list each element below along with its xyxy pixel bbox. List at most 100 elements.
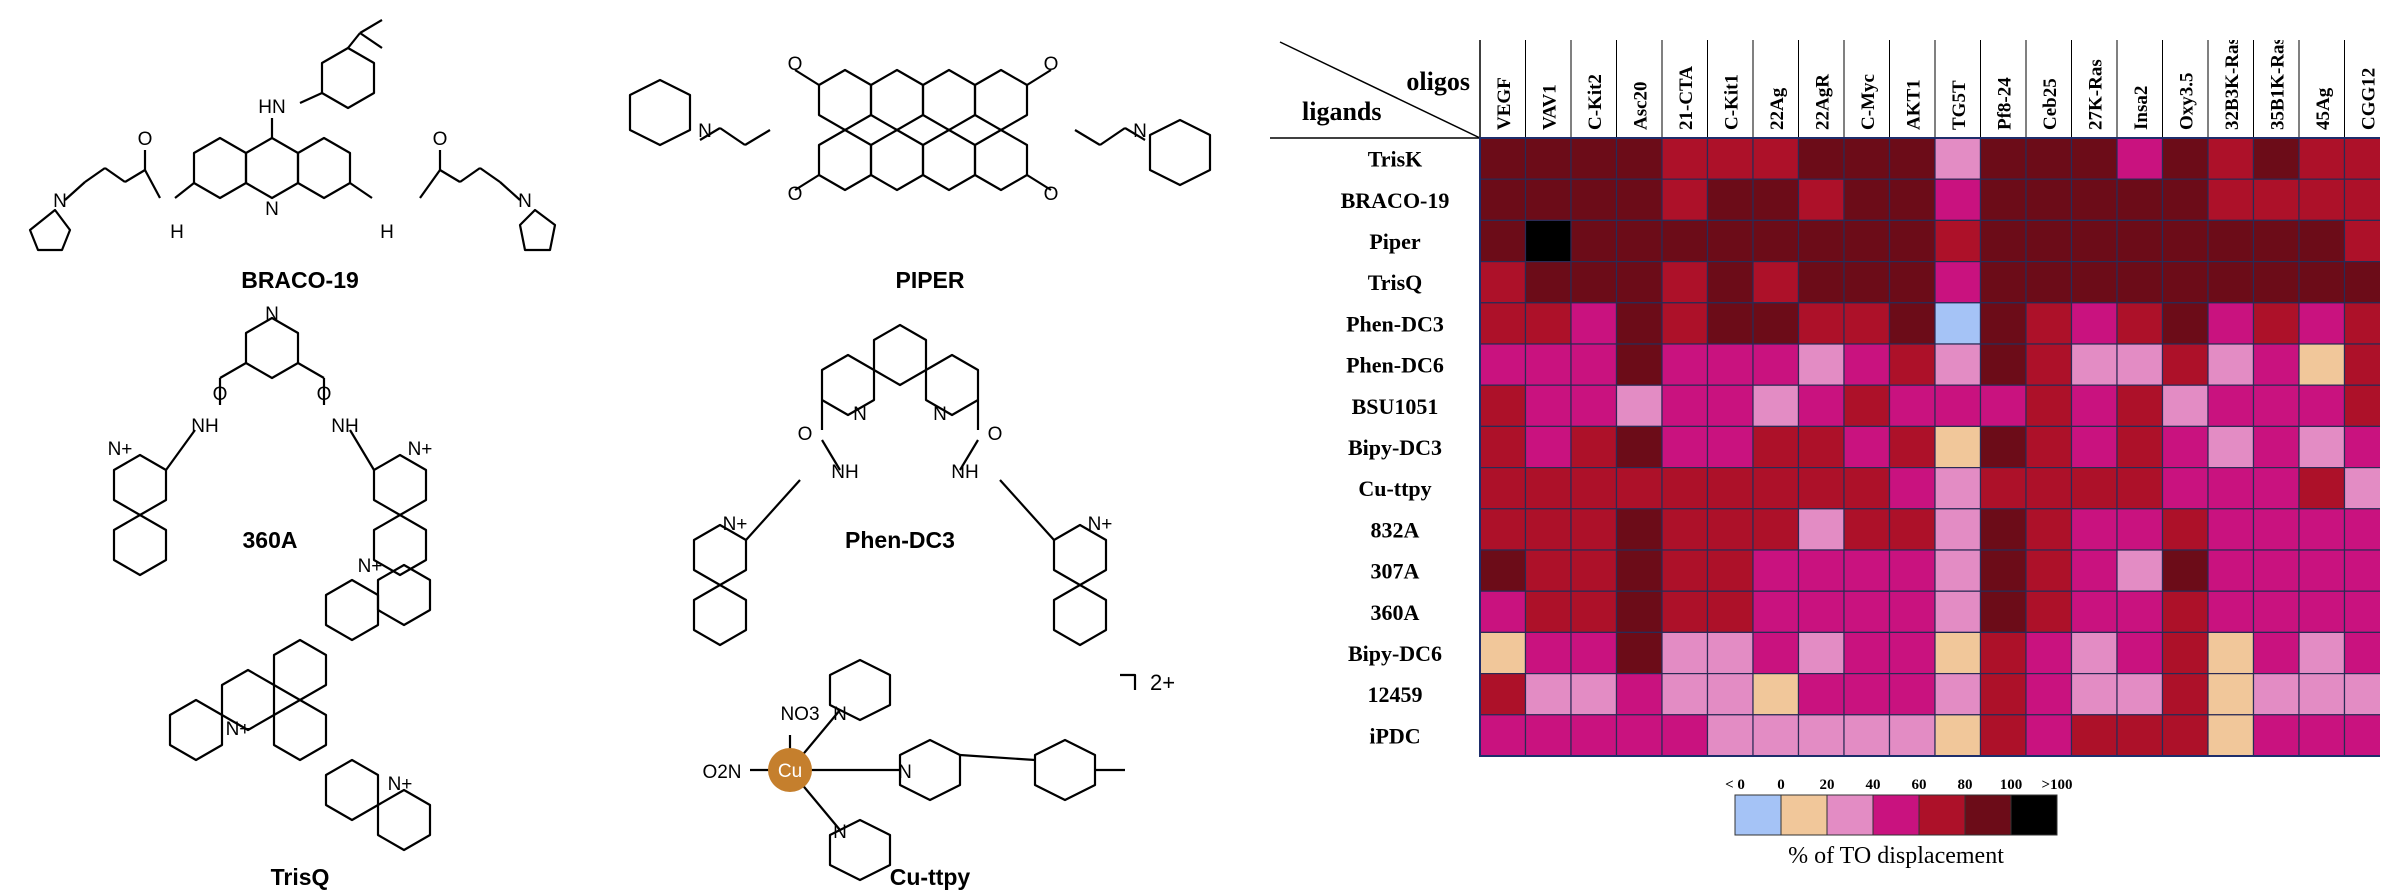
heatmap-cell [2343, 508, 2380, 551]
heatmap-cell [1524, 178, 1572, 221]
column-label: CGG12 [2358, 68, 2379, 130]
heatmap-cell [2025, 672, 2073, 716]
heatmap-cell [1706, 425, 1754, 469]
corner-label-ligands: ligands [1302, 97, 1382, 126]
legend-swatch [1872, 794, 1920, 836]
heatmap-cell [1843, 178, 1891, 221]
column-label: Oxy3.5 [2176, 72, 2197, 130]
column-label: VEGF [1494, 77, 1515, 130]
cu-ttpy-structure [750, 658, 1137, 882]
row-label: 307A [1371, 559, 1420, 584]
heatmap-cell [2298, 137, 2346, 180]
heatmap-cell [1843, 714, 1891, 757]
heatmap-cell [1979, 302, 2027, 345]
heatmap-cell [1752, 178, 1800, 221]
heatmap-cell [2343, 219, 2380, 263]
heatmap-cell [2207, 137, 2255, 180]
heatmap-cell [1661, 425, 1709, 469]
heatmap-cell [2298, 261, 2346, 304]
heatmap-cell [1479, 137, 1527, 180]
heatmap-cell [1524, 137, 1572, 180]
atom-label: HN [258, 97, 285, 118]
heatmap-cell [2116, 219, 2164, 263]
legend-tick-label: >100 [2041, 777, 2072, 793]
heatmap-cell [1979, 508, 2027, 551]
heatmap-cell [1888, 137, 1936, 180]
heatmap-cell [1479, 302, 1527, 345]
atom-label: N+ [408, 439, 433, 460]
heatmap-cell [1843, 672, 1891, 716]
heatmap-cell [1615, 549, 1663, 592]
heatmap-cell [2025, 714, 2073, 757]
heatmap-cell [2070, 714, 2118, 757]
heatmap-cell [2025, 219, 2073, 263]
heatmap-cell [1979, 343, 2027, 386]
heatmap-cell [2161, 219, 2209, 263]
legend-title: % of TO displacement [1788, 843, 2004, 869]
heatmap-cell [1706, 467, 1754, 510]
heatmap-cell [1797, 384, 1845, 428]
heatmap-cell [1479, 343, 1527, 386]
trisq-structure [168, 563, 432, 852]
heatmap-cell [1979, 714, 2027, 757]
heatmap-cell [2070, 672, 2118, 716]
heatmap-cell [2070, 631, 2118, 675]
heatmap-cell [2343, 672, 2380, 716]
row-label: TrisQ [1368, 270, 1423, 295]
row-label: Piper [1369, 229, 1421, 254]
heatmap-cell [1570, 631, 1618, 675]
heatmap-cell [1615, 384, 1663, 428]
heatmap-cell [1524, 714, 1572, 757]
atom-label: O [1044, 54, 1059, 75]
heatmap-cell [2298, 178, 2346, 221]
heatmap-cell [1524, 261, 1572, 304]
atom-label: O [138, 129, 153, 150]
heatmap-cell [1706, 590, 1754, 634]
heatmap-cell [2298, 425, 2346, 469]
heatmap-cell [2070, 549, 2118, 592]
heatmap-cell [2207, 549, 2255, 592]
heatmap-cell [1570, 137, 1618, 180]
heatmap-cell [1570, 467, 1618, 510]
heatmap-cell [1843, 261, 1891, 304]
heatmap-cell [2343, 343, 2380, 386]
row-label: Cu-ttpy [1358, 476, 1431, 501]
heatmap-cell [1934, 549, 1982, 592]
heatmap-cell [2116, 672, 2164, 716]
heatmap-cell [1706, 261, 1754, 304]
heatmap-cell [1843, 302, 1891, 345]
heatmap-cell [1888, 672, 1936, 716]
chemical-structures-panel: HN N H H O O N N N N O O O O N O O NH NH… [28, 19, 1212, 890]
heatmap-cell [2252, 343, 2300, 386]
heatmap-cell [1706, 137, 1754, 180]
heatmap-cell [1706, 302, 1754, 345]
heatmap-cell [1843, 384, 1891, 428]
heatmap-cell [2252, 261, 2300, 304]
heatmap-cell [2070, 384, 2118, 428]
corner-divider [1279, 41, 1481, 139]
phen-dc3-structure [692, 323, 1108, 647]
column-label: Pf8-24 [1994, 77, 2015, 130]
braco19-name: BRACO-19 [241, 267, 359, 293]
heatmap-cell [1661, 467, 1709, 510]
heatmap-cell [2070, 590, 2118, 634]
heatmap-cell [1888, 425, 1936, 469]
heatmap-cell [1706, 672, 1754, 716]
heatmap-cell [1797, 219, 1845, 263]
heatmap-cell [2116, 508, 2164, 551]
heatmap-cell [2070, 261, 2118, 304]
heatmap-cell [2207, 425, 2255, 469]
heatmap-cell [1570, 178, 1618, 221]
legend-tick-label: 0 [1777, 777, 1785, 793]
heatmap-cell [2025, 343, 2073, 386]
heatmap-cell [1615, 631, 1663, 675]
heatmap-cell [2252, 384, 2300, 428]
heatmap-cell [1615, 302, 1663, 345]
heatmap-cell [1979, 137, 2027, 180]
heatmap-cell [1570, 219, 1618, 263]
heatmap-cell [1661, 219, 1709, 263]
heatmap-cell [1524, 508, 1572, 551]
heatmap-cell [1615, 590, 1663, 634]
heatmap-cell [1979, 549, 2027, 592]
column-label: C-Kit1 [1721, 74, 1742, 130]
